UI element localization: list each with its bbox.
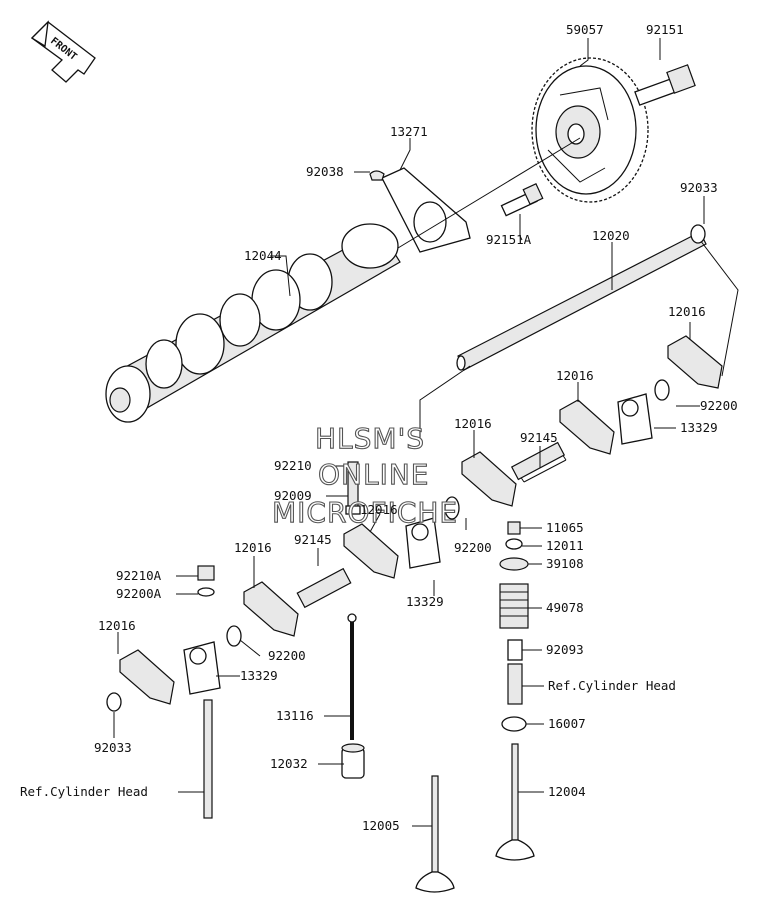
washer-92200-2[interactable]	[444, 496, 460, 520]
circlip-bottom[interactable]	[106, 692, 122, 712]
callout-92200-b: 92200	[454, 540, 492, 555]
ref-cylinder-head-right: Ref.Cylinder Head	[548, 678, 676, 693]
callout-92145-b: 92145	[294, 532, 332, 547]
bolt-92151[interactable]	[634, 64, 696, 106]
callout-12016-f: 12016	[98, 618, 136, 633]
callout-92009: 92009	[274, 488, 312, 503]
tappet[interactable]	[341, 743, 365, 779]
callout-13271: 13271	[390, 124, 428, 139]
callout-92210A: 92210A	[116, 568, 162, 583]
stud-bolt[interactable]	[203, 699, 213, 819]
cap-11065[interactable]	[507, 521, 521, 535]
adjusting-screw[interactable]	[345, 461, 361, 515]
callout-92033-bottom: 92033	[94, 740, 132, 755]
callout-92151A: 92151A	[486, 232, 532, 247]
bolt-92151A[interactable]	[500, 182, 544, 217]
collet-12011[interactable]	[505, 538, 523, 550]
rocker-bracket-3[interactable]	[183, 641, 221, 695]
callout-92210: 92210	[274, 458, 312, 473]
callout-16007: 16007	[548, 716, 586, 731]
valve-spring-49078[interactable]	[499, 583, 529, 629]
watermark-line2: ONLINE	[318, 458, 429, 491]
callout-92038: 92038	[306, 164, 344, 179]
spring-92145-1[interactable]	[510, 441, 567, 483]
callout-13329-a: 13329	[680, 420, 718, 435]
nut-92210A[interactable]	[197, 565, 215, 581]
callout-13329-b: 13329	[406, 594, 444, 609]
camshaft[interactable]	[105, 223, 401, 423]
rocker-arm-3[interactable]	[461, 451, 517, 507]
circlip-top[interactable]	[690, 224, 706, 244]
callout-92033-top: 92033	[680, 180, 718, 195]
woodruff-key[interactable]	[369, 170, 385, 181]
rocker-shaft[interactable]	[456, 231, 707, 371]
washer-92200-1[interactable]	[654, 379, 670, 401]
leader-lines	[113, 38, 705, 827]
rocker-arm-1[interactable]	[667, 335, 723, 389]
callout-12004: 12004	[548, 784, 586, 799]
callout-59057: 59057	[566, 22, 604, 37]
washer-92200A[interactable]	[197, 587, 215, 597]
valve-12004[interactable]	[495, 743, 535, 861]
callout-12044: 12044	[244, 248, 282, 263]
callout-92145-a: 92145	[520, 430, 558, 445]
callout-13116: 13116	[276, 708, 314, 723]
rocker-arm-6[interactable]	[119, 649, 175, 705]
callout-92200A: 92200A	[116, 586, 162, 601]
thrust-plate[interactable]	[381, 167, 471, 253]
callout-12016-a: 12016	[668, 304, 706, 319]
callout-12016-d: 12016	[360, 502, 398, 517]
callout-12011: 12011	[546, 538, 584, 553]
callout-92200-a: 92200	[700, 398, 738, 413]
callout-12016-e: 12016	[234, 540, 272, 555]
callout-12016-b: 12016	[556, 368, 594, 383]
callout-92151: 92151	[646, 22, 684, 37]
front-arrow-icon: FRONT	[30, 20, 96, 83]
seal-92093[interactable]	[507, 639, 523, 661]
callout-39108: 39108	[546, 556, 584, 571]
valve-12005[interactable]	[415, 775, 455, 893]
rocker-arm-2[interactable]	[559, 399, 615, 455]
watermark-line1: HLSM'S	[315, 422, 425, 455]
ref-cylinder-head-left: Ref.Cylinder Head	[20, 784, 148, 799]
callout-12020: 12020	[592, 228, 630, 243]
cam-gear[interactable]	[531, 57, 649, 203]
rocker-bracket-1[interactable]	[617, 393, 653, 445]
rocker-arm-4[interactable]	[343, 523, 399, 579]
callout-12005: 12005	[362, 818, 400, 833]
callout-92093: 92093	[546, 642, 584, 657]
washer-92200-3[interactable]	[226, 625, 242, 647]
seat-16007[interactable]	[501, 716, 527, 732]
valve-guide[interactable]	[507, 663, 523, 705]
spring-92145-2[interactable]	[296, 567, 352, 609]
rocker-bracket-2[interactable]	[405, 517, 441, 569]
callout-12032: 12032	[270, 756, 308, 771]
watermark: HLSM'S ONLINE MICROFICHE	[271, 421, 458, 529]
callout-11065: 11065	[546, 520, 584, 535]
rocker-arm-5[interactable]	[243, 581, 299, 637]
callout-12016-c: 12016	[454, 416, 492, 431]
watermark-line3: MICROFICHE	[272, 496, 458, 529]
retainer-39108[interactable]	[499, 557, 529, 571]
callout-92200-c: 92200	[268, 648, 306, 663]
callout-13329-c: 13329	[240, 668, 278, 683]
callout-49078: 49078	[546, 600, 584, 615]
